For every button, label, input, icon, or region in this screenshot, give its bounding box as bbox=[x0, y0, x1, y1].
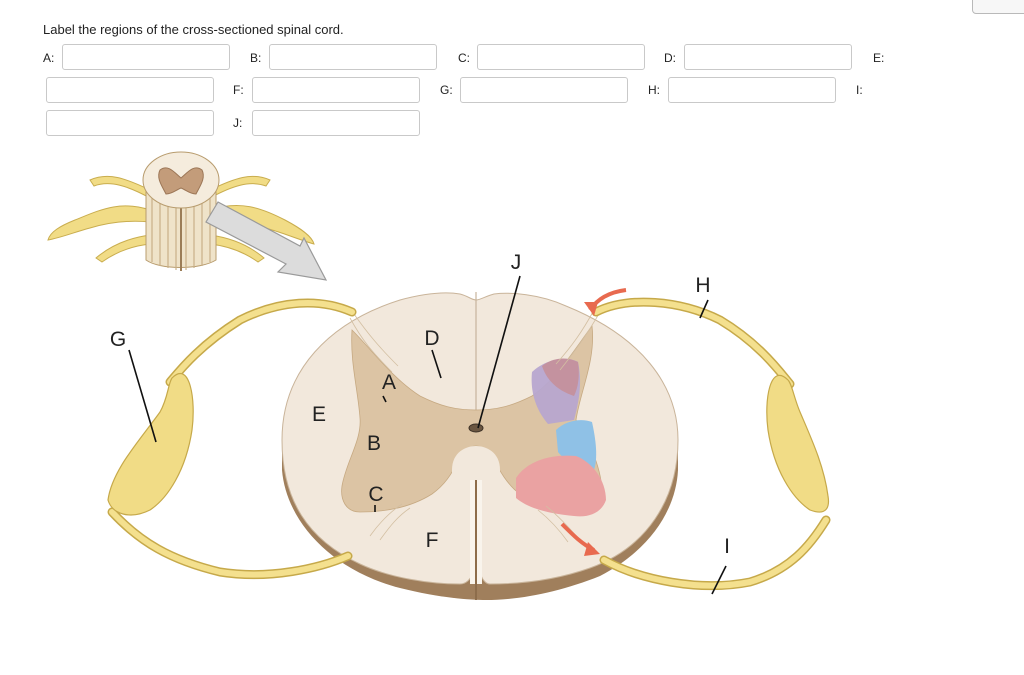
diagram-label-b: B bbox=[367, 432, 381, 455]
zoom-arrow bbox=[205, 201, 328, 281]
answer-g-input[interactable] bbox=[460, 77, 628, 103]
label-j: J: bbox=[233, 116, 243, 130]
spinal-nerves bbox=[107, 297, 831, 591]
label-d: D: bbox=[664, 51, 676, 65]
label-i: I: bbox=[856, 83, 863, 97]
label-a: A: bbox=[43, 51, 55, 65]
diagram-label-i: I bbox=[724, 535, 730, 558]
answer-c-input[interactable] bbox=[477, 44, 645, 70]
label-e: E: bbox=[873, 51, 885, 65]
left-dorsal-root-ganglion bbox=[107, 373, 194, 516]
spinal-cord-cross-section bbox=[281, 292, 679, 600]
answer-h-input[interactable] bbox=[668, 77, 836, 103]
answer-a-input[interactable] bbox=[62, 44, 230, 70]
label-c: C: bbox=[458, 51, 470, 65]
label-g: G: bbox=[440, 83, 453, 97]
label-b: B: bbox=[250, 51, 262, 65]
label-f: F: bbox=[233, 83, 244, 97]
answer-f-input[interactable] bbox=[252, 77, 420, 103]
right-dorsal-root-ganglion bbox=[766, 374, 830, 513]
spinal-cord-segment-illustration bbox=[47, 151, 315, 271]
label-h: H: bbox=[648, 83, 660, 97]
diagram-label-j: J bbox=[511, 251, 522, 274]
answer-j-input[interactable] bbox=[252, 110, 420, 136]
diagram-label-h: H bbox=[695, 274, 710, 297]
diagram-label-e: E bbox=[312, 403, 326, 426]
diagram-label-g: G bbox=[110, 328, 126, 351]
diagram-label-f: F bbox=[426, 529, 439, 552]
answer-b-input[interactable] bbox=[269, 44, 437, 70]
answer-d-input[interactable] bbox=[684, 44, 852, 70]
answer-e-input[interactable] bbox=[46, 77, 214, 103]
diagram-label-c: C bbox=[368, 483, 383, 506]
leader-lines bbox=[128, 275, 727, 595]
question-prompt: Label the regions of the cross-sectioned… bbox=[43, 22, 344, 37]
diagram-label-a: A bbox=[382, 371, 396, 394]
top-corner-button[interactable] bbox=[972, 0, 1024, 14]
answer-i-input[interactable] bbox=[46, 110, 214, 136]
diagram-label-d: D bbox=[424, 327, 439, 350]
